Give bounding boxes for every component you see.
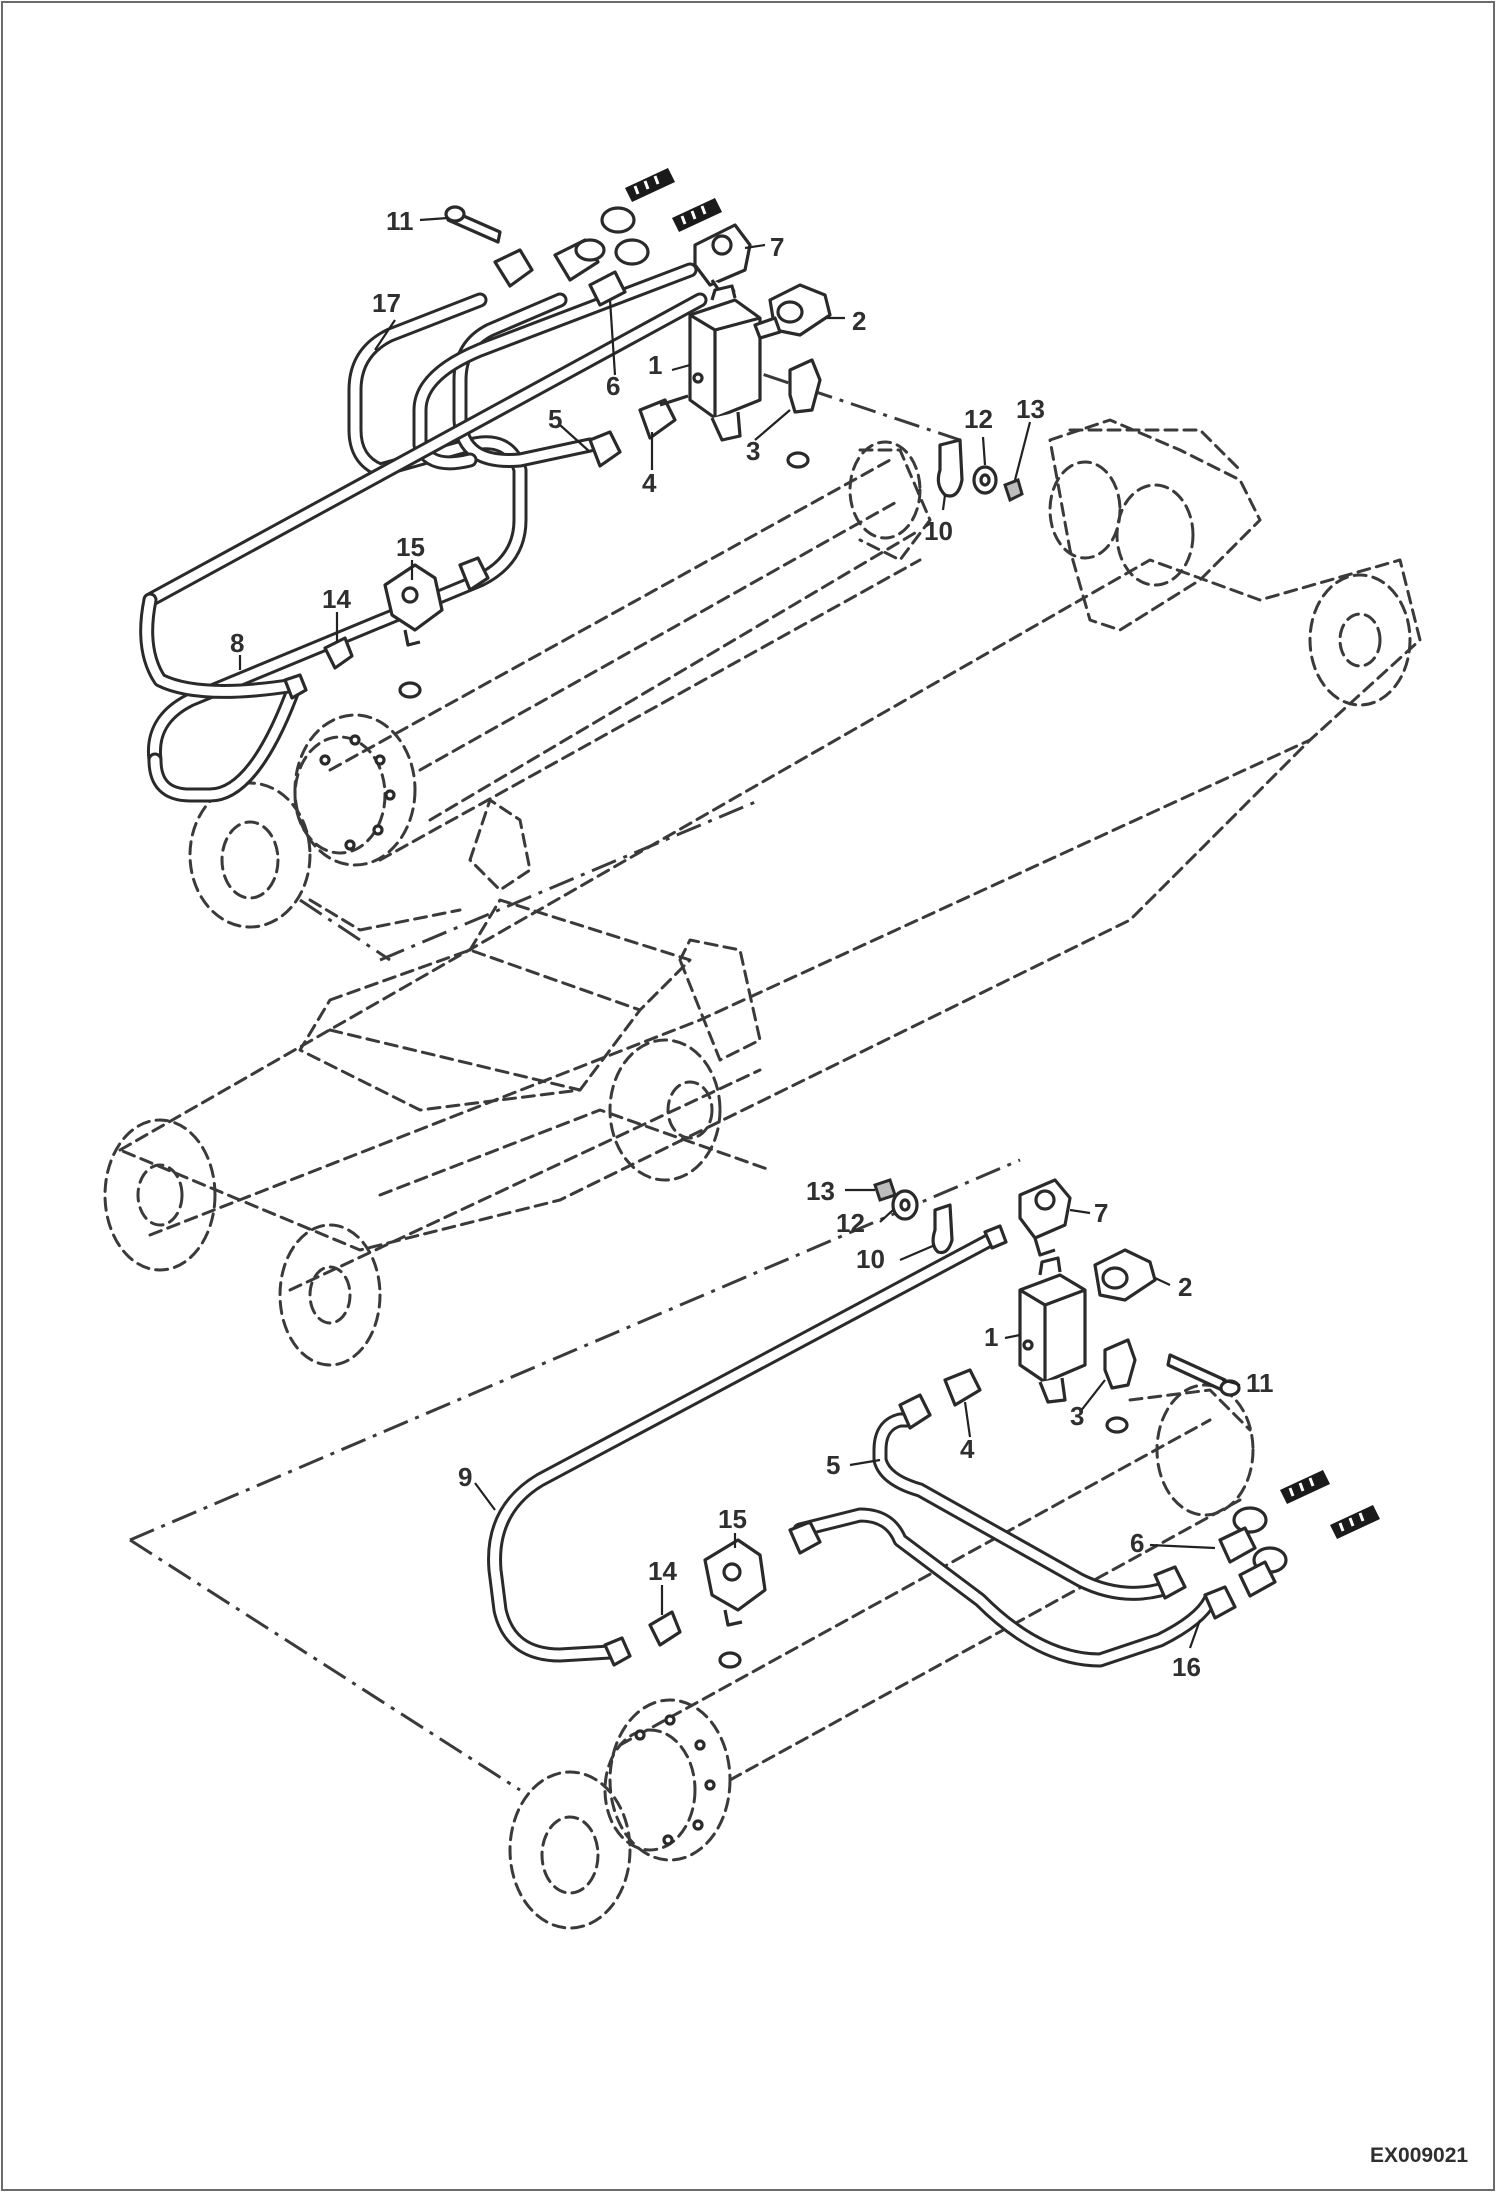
upper-cylinder-flange-bolts [319, 734, 396, 851]
assembly-center-lines [129, 358, 1021, 1792]
callout-3-lower: 3 [1070, 1401, 1084, 1431]
lower-cylinder-flange-bolts [634, 1714, 716, 1846]
lower-pipes [487, 1232, 1218, 1668]
upper-cylinder [188, 440, 932, 932]
callout-1-upper: 1 [648, 350, 662, 380]
boom-outline [103, 418, 1422, 1367]
callout-3-upper: 3 [746, 436, 760, 466]
callout-13-lower: 13 [806, 1176, 835, 1206]
callout-7-upper: 7 [770, 232, 784, 262]
callout-11-upper: 11 [386, 206, 414, 236]
callout-12-lower: 12 [836, 1208, 865, 1238]
callout-15-lower: 15 [718, 1504, 747, 1534]
callout-7-lower: 7 [1094, 1198, 1108, 1228]
callout-17-upper: 17 [372, 288, 401, 318]
callout-5-upper: 5 [548, 404, 562, 434]
callout-6-lower: 6 [1130, 1528, 1144, 1558]
hose-end-cap [625, 168, 722, 232]
leader-lines [238, 216, 1241, 1649]
callout-2-upper: 2 [852, 306, 866, 336]
callout-2-lower: 2 [1178, 1272, 1192, 1302]
callouts-lower: 13 7 12 10 2 1 11 3 4 5 9 15 14 6 16 [458, 1176, 1274, 1682]
callout-10-upper: 10 [924, 516, 953, 546]
callout-9-lower: 9 [458, 1462, 472, 1492]
callout-5-lower: 5 [826, 1450, 840, 1480]
callout-4-upper: 4 [642, 468, 657, 498]
callout-12-upper: 12 [964, 404, 993, 434]
callout-14-upper: 14 [322, 584, 351, 614]
upper-components [283, 168, 1024, 700]
callout-16-lower: 16 [1172, 1652, 1201, 1682]
callout-13-upper: 13 [1016, 394, 1045, 424]
callout-8-upper: 8 [230, 628, 244, 658]
callout-14-lower: 14 [648, 1556, 677, 1586]
lower-components [603, 1178, 1380, 1669]
callout-15-upper: 15 [396, 532, 425, 562]
callout-10-lower: 10 [856, 1244, 885, 1274]
callout-11-lower: 11 [1246, 1368, 1274, 1398]
drawing-code: EX009021 [1370, 2144, 1468, 2167]
callout-6-upper: 6 [606, 371, 620, 401]
hose-end-cap-lower [1280, 1470, 1380, 1539]
callouts-upper: 11 7 17 2 1 6 5 3 4 12 13 10 15 14 8 [230, 206, 1045, 658]
callout-4-lower: 4 [960, 1434, 975, 1464]
lower-cylinder [508, 1383, 1255, 1930]
upper-pipes [139, 262, 708, 803]
callout-1-lower: 1 [984, 1322, 998, 1352]
